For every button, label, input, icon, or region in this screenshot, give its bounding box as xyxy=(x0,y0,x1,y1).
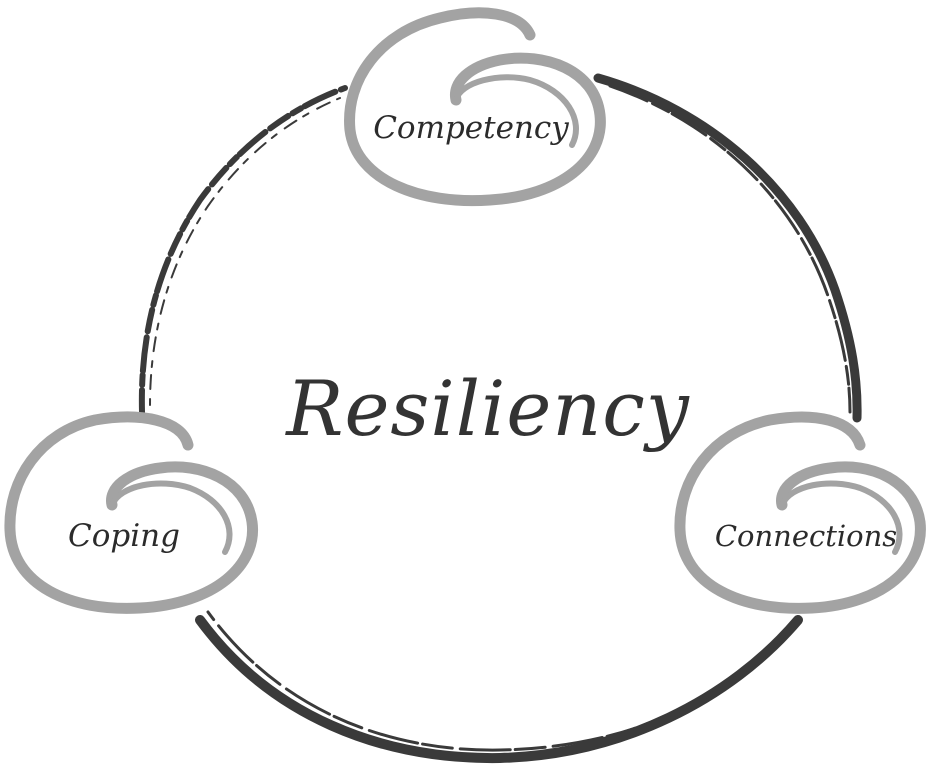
node-label-connections: Connections xyxy=(715,519,897,553)
connections-swirl-outer xyxy=(674,411,926,614)
connections-swirl-inner xyxy=(779,480,903,555)
ring-arc-bottom-texture xyxy=(206,610,792,752)
cycle-ring xyxy=(138,73,862,764)
ring-arc-bottom xyxy=(195,615,803,764)
competency-swirl xyxy=(344,7,606,207)
ring-arc-right xyxy=(593,73,862,423)
competency-swirl-inner xyxy=(453,74,579,148)
competency-swirl-outer xyxy=(344,7,606,207)
center-label: Resiliency xyxy=(284,364,690,453)
connections-swirl xyxy=(674,411,926,614)
node-label-competency: Competency xyxy=(373,110,569,146)
ring-arc-left xyxy=(138,85,348,415)
coping-swirl xyxy=(4,411,259,614)
node-label-coping: Coping xyxy=(68,518,180,554)
ring-arc-right-texture xyxy=(608,84,852,414)
coping-swirl-inner xyxy=(109,480,233,555)
coping-swirl-outer xyxy=(4,411,259,614)
ring-arc-left-texture xyxy=(149,97,341,406)
